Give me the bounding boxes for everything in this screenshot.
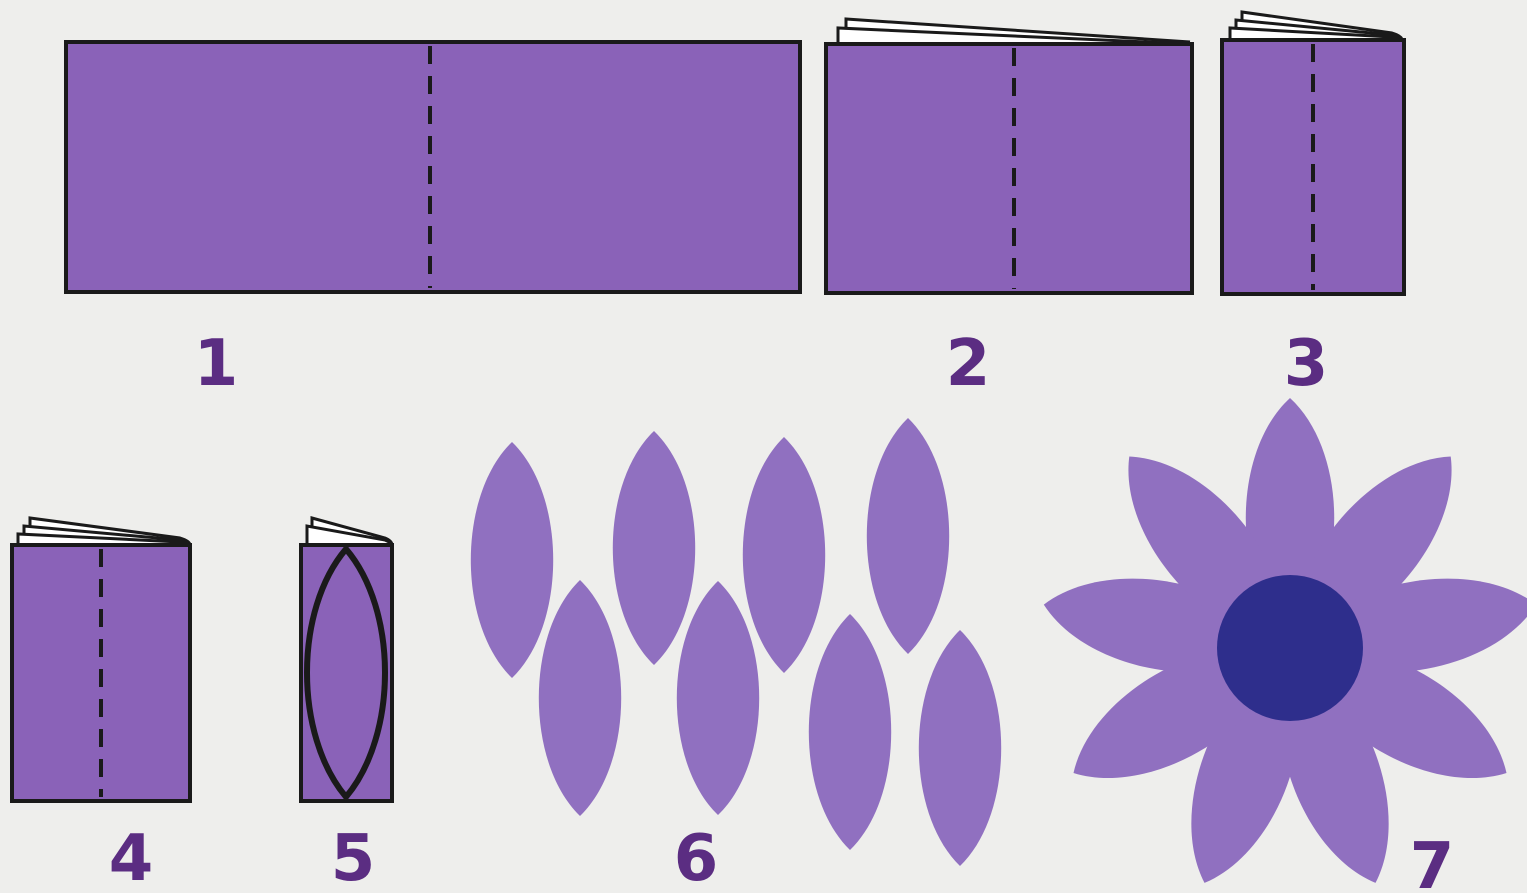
step-number-6: 6 xyxy=(674,822,719,893)
step-2-folded-strip xyxy=(826,19,1192,293)
step-number-3: 3 xyxy=(1284,327,1329,401)
petal xyxy=(743,437,825,673)
petal xyxy=(677,581,759,815)
step-number-4: 4 xyxy=(109,822,154,893)
flower-center xyxy=(1217,575,1363,721)
step-number-5: 5 xyxy=(331,822,376,893)
step-number-1: 1 xyxy=(194,327,239,401)
step-3-folded-stack xyxy=(1222,12,1404,294)
petal xyxy=(919,630,1001,866)
petal xyxy=(613,431,695,665)
step-number-7: 7 xyxy=(1410,830,1455,893)
step-7-flower xyxy=(1036,398,1527,893)
petal xyxy=(867,418,949,654)
step-number-2: 2 xyxy=(946,327,991,401)
step-5-petal-outline xyxy=(301,518,392,801)
step-4-folded-stack xyxy=(12,518,190,801)
petal xyxy=(471,442,553,678)
petal xyxy=(539,580,621,816)
step-1-strip xyxy=(66,42,800,292)
step-6-cut-petals xyxy=(471,418,1001,866)
petal xyxy=(809,614,891,850)
